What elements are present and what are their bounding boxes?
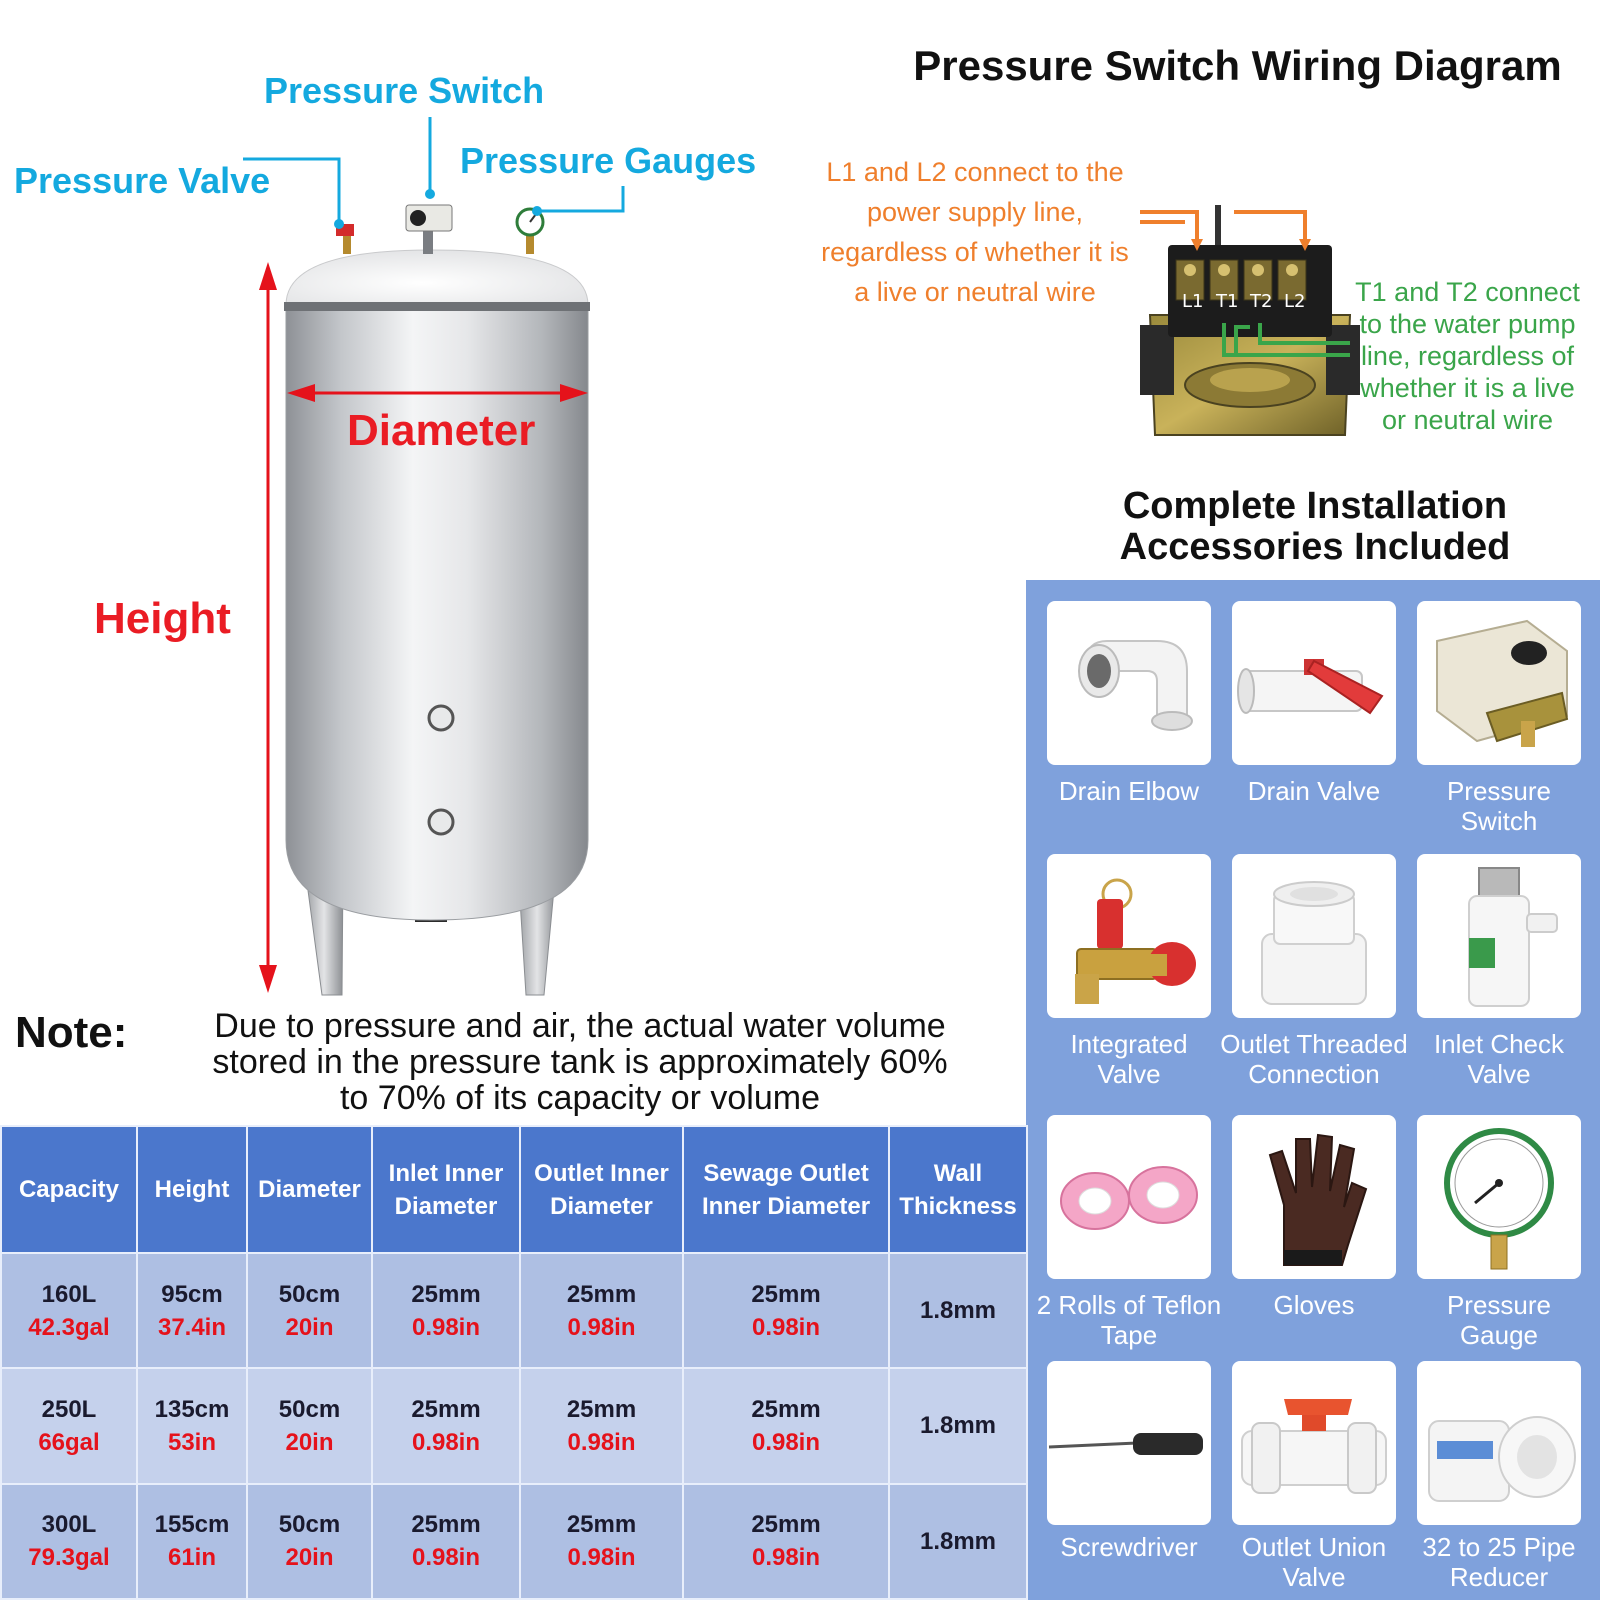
callout-lines (243, 117, 625, 221)
pressure-switch-fitting (405, 204, 453, 254)
pipe-reducer-icon (1417, 1361, 1581, 1525)
t-terminal-connector (1222, 323, 1350, 357)
note-label: Note: (15, 1008, 128, 1057)
tank-body (285, 304, 589, 921)
table-cell: 1.8mm (888, 1251, 1028, 1370)
l-terminal-connector (1140, 210, 1307, 241)
height-arrow (259, 262, 277, 993)
pressure-valve-label: Pressure Valve (14, 160, 271, 201)
gloves-label: Gloves (1273, 1290, 1355, 1320)
wiring-diagram-title: Pressure Switch Wiring Diagram (913, 42, 1562, 89)
accessories-title: Complete Installation Accessories Includ… (1119, 485, 1511, 568)
tank-side-port-upper (427, 704, 455, 732)
pressure-switch-label: Pressure Switch (264, 70, 545, 111)
diameter-label: Diameter (347, 406, 536, 455)
screwdriver-label: Screwdriver (1060, 1532, 1198, 1562)
pressure-gauges-label: Pressure Gauges (460, 140, 757, 181)
tank-illustration (243, 117, 625, 996)
pressure-switch-icon (1417, 601, 1581, 765)
pressure-gauge-fitting (515, 207, 545, 254)
drain-valve-icon (1232, 601, 1396, 765)
terminal-t2-label: T2 (1249, 291, 1272, 312)
table-cell: 1.8mm (888, 1367, 1028, 1485)
drain-elbow-label: Drain Elbow (1058, 776, 1200, 806)
drain-elbow-icon (1047, 601, 1211, 765)
check-valve-icon (1417, 854, 1581, 1018)
pressure-switch-wiring-illustration: L1 T1 T2 L2 (1140, 205, 1360, 436)
diameter-arrow (287, 384, 588, 402)
terminal-l1-label: L1 (1182, 291, 1203, 312)
table-cell: 1.8mm (888, 1482, 1028, 1600)
integrated-valve-icon (1047, 854, 1211, 1018)
l-terminal-note: L1 and L2 connect to the power supply li… (821, 157, 1129, 307)
height-label: Height (94, 594, 231, 643)
union-valve-icon (1232, 1361, 1396, 1525)
screwdriver-icon (1047, 1361, 1211, 1525)
drain-valve-label: Drain Valve (1247, 776, 1381, 806)
threaded-connection-icon (1232, 854, 1396, 1018)
terminal-l2-label: L2 (1284, 291, 1305, 312)
note-text: Due to pressure and air, the actual wate… (212, 1007, 948, 1117)
tank-top-dome (285, 249, 589, 306)
teflon-tape-icon (1047, 1115, 1211, 1279)
col-height: Height (136, 1125, 248, 1254)
t-terminal-note: T1 and T2 connect to the water pump line… (1355, 277, 1580, 435)
tank-side-port-lower (427, 808, 455, 836)
col-diameter: Diameter (246, 1125, 373, 1254)
terminal-t1-label: T1 (1215, 291, 1238, 312)
pressure-gauge-icon (1417, 1115, 1581, 1279)
col-capacity: Capacity (0, 1125, 138, 1254)
gloves-icon (1232, 1115, 1396, 1279)
